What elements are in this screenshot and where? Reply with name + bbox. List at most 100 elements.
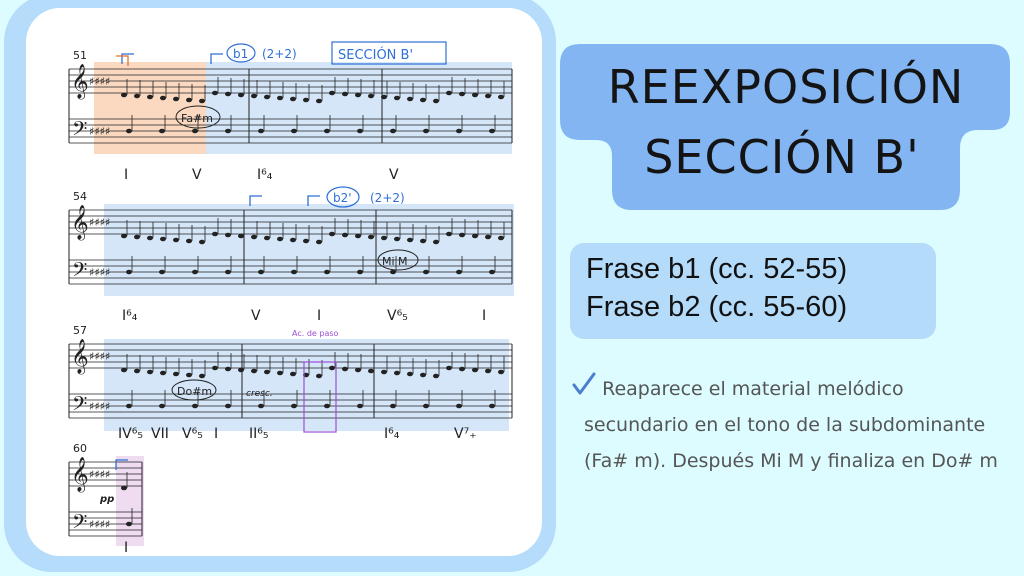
note-head (264, 235, 270, 241)
key-signature: ♯♯♯♯ (89, 400, 110, 413)
bass-note (423, 128, 429, 134)
phrase-bracket (249, 195, 262, 206)
note-head (368, 93, 374, 99)
bass-note (258, 403, 264, 409)
note-head (225, 366, 231, 372)
note-head (303, 238, 309, 244)
bass-note (291, 269, 297, 275)
bass-note (489, 128, 495, 134)
note-head (277, 370, 283, 376)
note-head (212, 90, 218, 96)
note-head (433, 239, 439, 245)
treble-clef-icon: 𝄞 (71, 339, 89, 375)
bass-note (489, 403, 495, 409)
harmony-label: V (251, 308, 261, 324)
note-head (368, 234, 374, 240)
note-head (381, 94, 387, 100)
slide-title-line1: REEXPOSICIÓN (607, 60, 965, 114)
note-head (459, 366, 465, 372)
note-head (251, 93, 257, 99)
note-head (225, 91, 231, 97)
note-head (225, 232, 231, 238)
harmony-label: V (192, 167, 202, 183)
note-head (485, 368, 491, 374)
note-head (394, 95, 400, 101)
note-head (212, 231, 218, 237)
treble-clef-icon: 𝄞 (71, 457, 89, 493)
note-head (316, 98, 322, 104)
bass-note (126, 128, 132, 134)
note-head (342, 232, 348, 238)
highlight-orange (94, 62, 206, 154)
bass-note (456, 269, 462, 275)
bass-note (192, 269, 198, 275)
note-head (147, 235, 153, 241)
note-head (316, 239, 322, 245)
treble-clef-icon: 𝄞 (71, 205, 89, 241)
title-box: REEXPOSICIÓN SECCIÓN B' (560, 44, 1012, 210)
treble-clef-icon: 𝄞 (71, 64, 89, 100)
bass-clef-icon: 𝄢 (72, 258, 87, 286)
note-head (134, 93, 140, 99)
title-background (560, 44, 1010, 210)
music-score: 𝄞𝄢♯♯♯♯♯♯♯♯51𝄞𝄢♯♯♯♯♯♯♯♯54𝄞𝄢♯♯♯♯♯♯♯♯57𝄞𝄢♯♯… (68, 41, 514, 556)
measure-number: 51 (73, 49, 87, 62)
note-head (251, 368, 257, 374)
note-head (121, 367, 127, 373)
key-signature: ♯♯♯♯ (89, 350, 110, 363)
note-head (342, 366, 348, 372)
note-head (485, 93, 491, 99)
note-head (407, 96, 413, 102)
note-head (264, 369, 270, 375)
note-head (290, 237, 296, 243)
note-head (316, 373, 322, 379)
note-head (121, 233, 127, 239)
highlight-pink (116, 456, 144, 546)
annotation-section: SECCIÓN B' (338, 47, 413, 63)
annotation-passing: Ac. de paso (292, 329, 339, 338)
phrase-bracket (307, 195, 320, 206)
note-head (251, 234, 257, 240)
note-head (433, 98, 439, 104)
note-head (407, 237, 413, 243)
note-head (121, 485, 127, 491)
key-signature: ♯♯♯♯ (89, 216, 110, 229)
note-head (329, 90, 335, 96)
annotation-cresc: cresc. (246, 389, 273, 399)
note-head (186, 238, 192, 244)
phrase-bracket (115, 459, 128, 470)
note-head (420, 372, 426, 378)
note-head (446, 365, 452, 371)
note-head (329, 231, 335, 237)
note-head (238, 367, 244, 373)
bass-clef-icon: 𝄢 (72, 510, 87, 538)
annotation-key-fa: Fa#m (181, 112, 213, 125)
note-head (498, 235, 504, 241)
note-head (160, 370, 166, 376)
note-head (472, 233, 478, 239)
bass-note (225, 403, 231, 409)
bass-note (126, 269, 132, 275)
harmony-label: I (124, 167, 128, 183)
note-head (368, 368, 374, 374)
key-signature: ♯♯♯♯ (89, 266, 110, 279)
note-head (472, 367, 478, 373)
phrase-bracket (116, 55, 129, 66)
harmony-label: I⁶₄ (122, 308, 138, 324)
note-head (498, 369, 504, 375)
bass-note (126, 521, 132, 527)
key-signature: ♯♯♯♯ (89, 518, 110, 531)
bass-note (390, 269, 396, 275)
note-head (186, 97, 192, 103)
note-head (199, 373, 205, 379)
bass-note (423, 403, 429, 409)
bass-note (357, 269, 363, 275)
annotation-circle (171, 379, 217, 401)
annotation-circle (175, 105, 221, 129)
note-head (329, 365, 335, 371)
annotation-b2-group: (2+2) (370, 191, 405, 205)
measure-number: 60 (73, 442, 87, 455)
harmony-label: I (214, 426, 218, 442)
highlight-blue (104, 204, 514, 296)
note-head (381, 369, 387, 375)
